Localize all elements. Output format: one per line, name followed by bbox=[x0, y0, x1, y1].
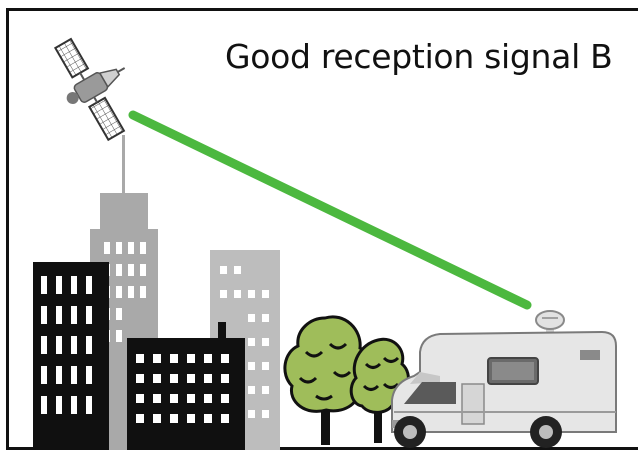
building-icon bbox=[33, 262, 109, 450]
satellite-icon bbox=[53, 37, 126, 142]
satellite-dish-icon bbox=[535, 310, 565, 337]
rv-icon bbox=[391, 330, 617, 448]
caption-text: Good reception signal B bbox=[225, 37, 613, 76]
tree-icon bbox=[283, 315, 372, 445]
signal-beam bbox=[128, 110, 532, 310]
building-icon bbox=[127, 322, 245, 450]
